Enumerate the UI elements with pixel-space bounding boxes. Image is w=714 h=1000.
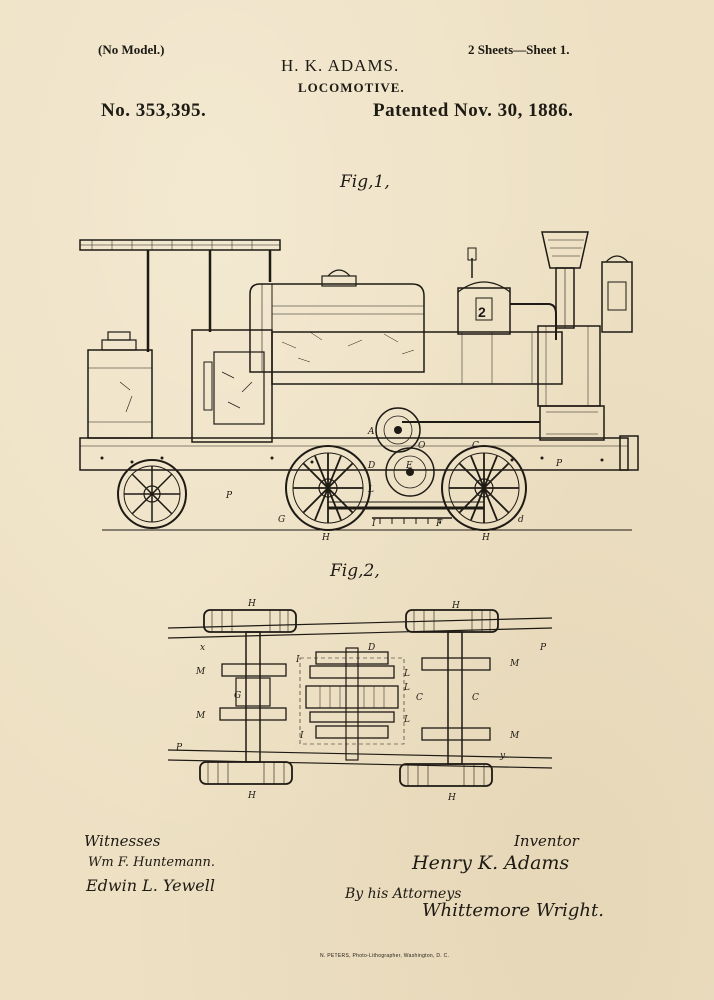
printer-credit: N. PETERS, Photo-Lithographer, Washingto… xyxy=(320,953,450,959)
figure-reference-letter: P xyxy=(555,459,563,469)
figure-reference-letter: x xyxy=(200,643,205,653)
locomotive-side-elevation: 2 xyxy=(79,231,639,543)
invention-title: LOCOMOTIVE. xyxy=(298,80,405,95)
figure-reference-letter: G xyxy=(234,691,241,701)
witness-1-signature: Wm F. Huntemann. xyxy=(88,855,216,870)
figure-reference-letter: I xyxy=(371,519,376,529)
figure-reference-letter: H xyxy=(247,599,256,609)
cab-number: 2 xyxy=(478,304,486,320)
figure-reference-letter: d xyxy=(518,515,524,525)
patent-date: Patented Nov. 30, 1886. xyxy=(373,100,574,121)
figure-reference-letter: M xyxy=(509,659,520,669)
figure-reference-letter: H xyxy=(247,791,256,801)
figure-reference-letter: P xyxy=(175,743,183,753)
figure-reference-letter: M xyxy=(509,731,520,741)
figure-reference-letter: O xyxy=(418,441,426,451)
figure-reference-letter: C xyxy=(472,441,479,451)
figure-reference-letter: M xyxy=(195,667,206,677)
by-attorneys-label: By his Attorneys xyxy=(345,886,462,902)
figure-reference-letter: M xyxy=(195,711,206,721)
main-drive-wheel xyxy=(285,445,371,531)
figure-reference-letter: F xyxy=(435,519,443,529)
figure-reference-letter: I xyxy=(295,655,300,665)
fig1-label: Fig,1, xyxy=(340,172,390,192)
figure-reference-letter: G xyxy=(278,515,285,525)
figure-reference-letter: L xyxy=(403,669,410,679)
figure-reference-letter: C xyxy=(472,693,479,703)
figure-reference-letter: D xyxy=(367,461,375,471)
figure-reference-letter: L xyxy=(367,485,374,495)
front-drive-wheel xyxy=(441,445,527,531)
figure-reference-letter: P xyxy=(539,643,547,653)
figure-reference-letter: P xyxy=(225,491,233,501)
figure-reference-letter: L xyxy=(403,683,410,693)
inventor-label: Inventor xyxy=(514,832,579,850)
inventor-name-heading: H. K. ADAMS. xyxy=(281,56,400,75)
inventor-signature: Henry K. Adams xyxy=(412,852,570,874)
figure-reference-letter: E xyxy=(405,461,413,471)
sheet-count: 2 Sheets—Sheet 1. xyxy=(468,42,570,57)
figure-reference-letter: A xyxy=(367,427,375,437)
figure-reference-letter: C xyxy=(416,693,423,703)
no-model-note: (No Model.) xyxy=(98,42,165,57)
figure-reference-letter: I xyxy=(299,731,304,741)
witness-2-signature: Edwin L. Yewell xyxy=(86,876,215,895)
figure-reference-letter: L xyxy=(403,715,410,725)
figure-reference-letter: H xyxy=(447,793,456,803)
attorney-signature: Whittemore Wright. xyxy=(422,900,604,921)
witnesses-label: Witnesses xyxy=(84,832,161,850)
figure-reference-letter: H xyxy=(451,601,460,611)
fig2-label: Fig,2, xyxy=(330,561,380,581)
figure-reference-letter: y xyxy=(499,751,506,761)
figure-reference-letter: D xyxy=(367,643,375,653)
rear-trailing-wheel xyxy=(117,459,187,529)
figure-reference-letter: H xyxy=(481,533,490,543)
axle-gear-plan-view: H H x D P I M M G L C C M L I M P y H H … xyxy=(167,599,553,803)
figure-reference-letter: H xyxy=(321,533,330,543)
patent-number: No. 353,395. xyxy=(101,100,207,121)
